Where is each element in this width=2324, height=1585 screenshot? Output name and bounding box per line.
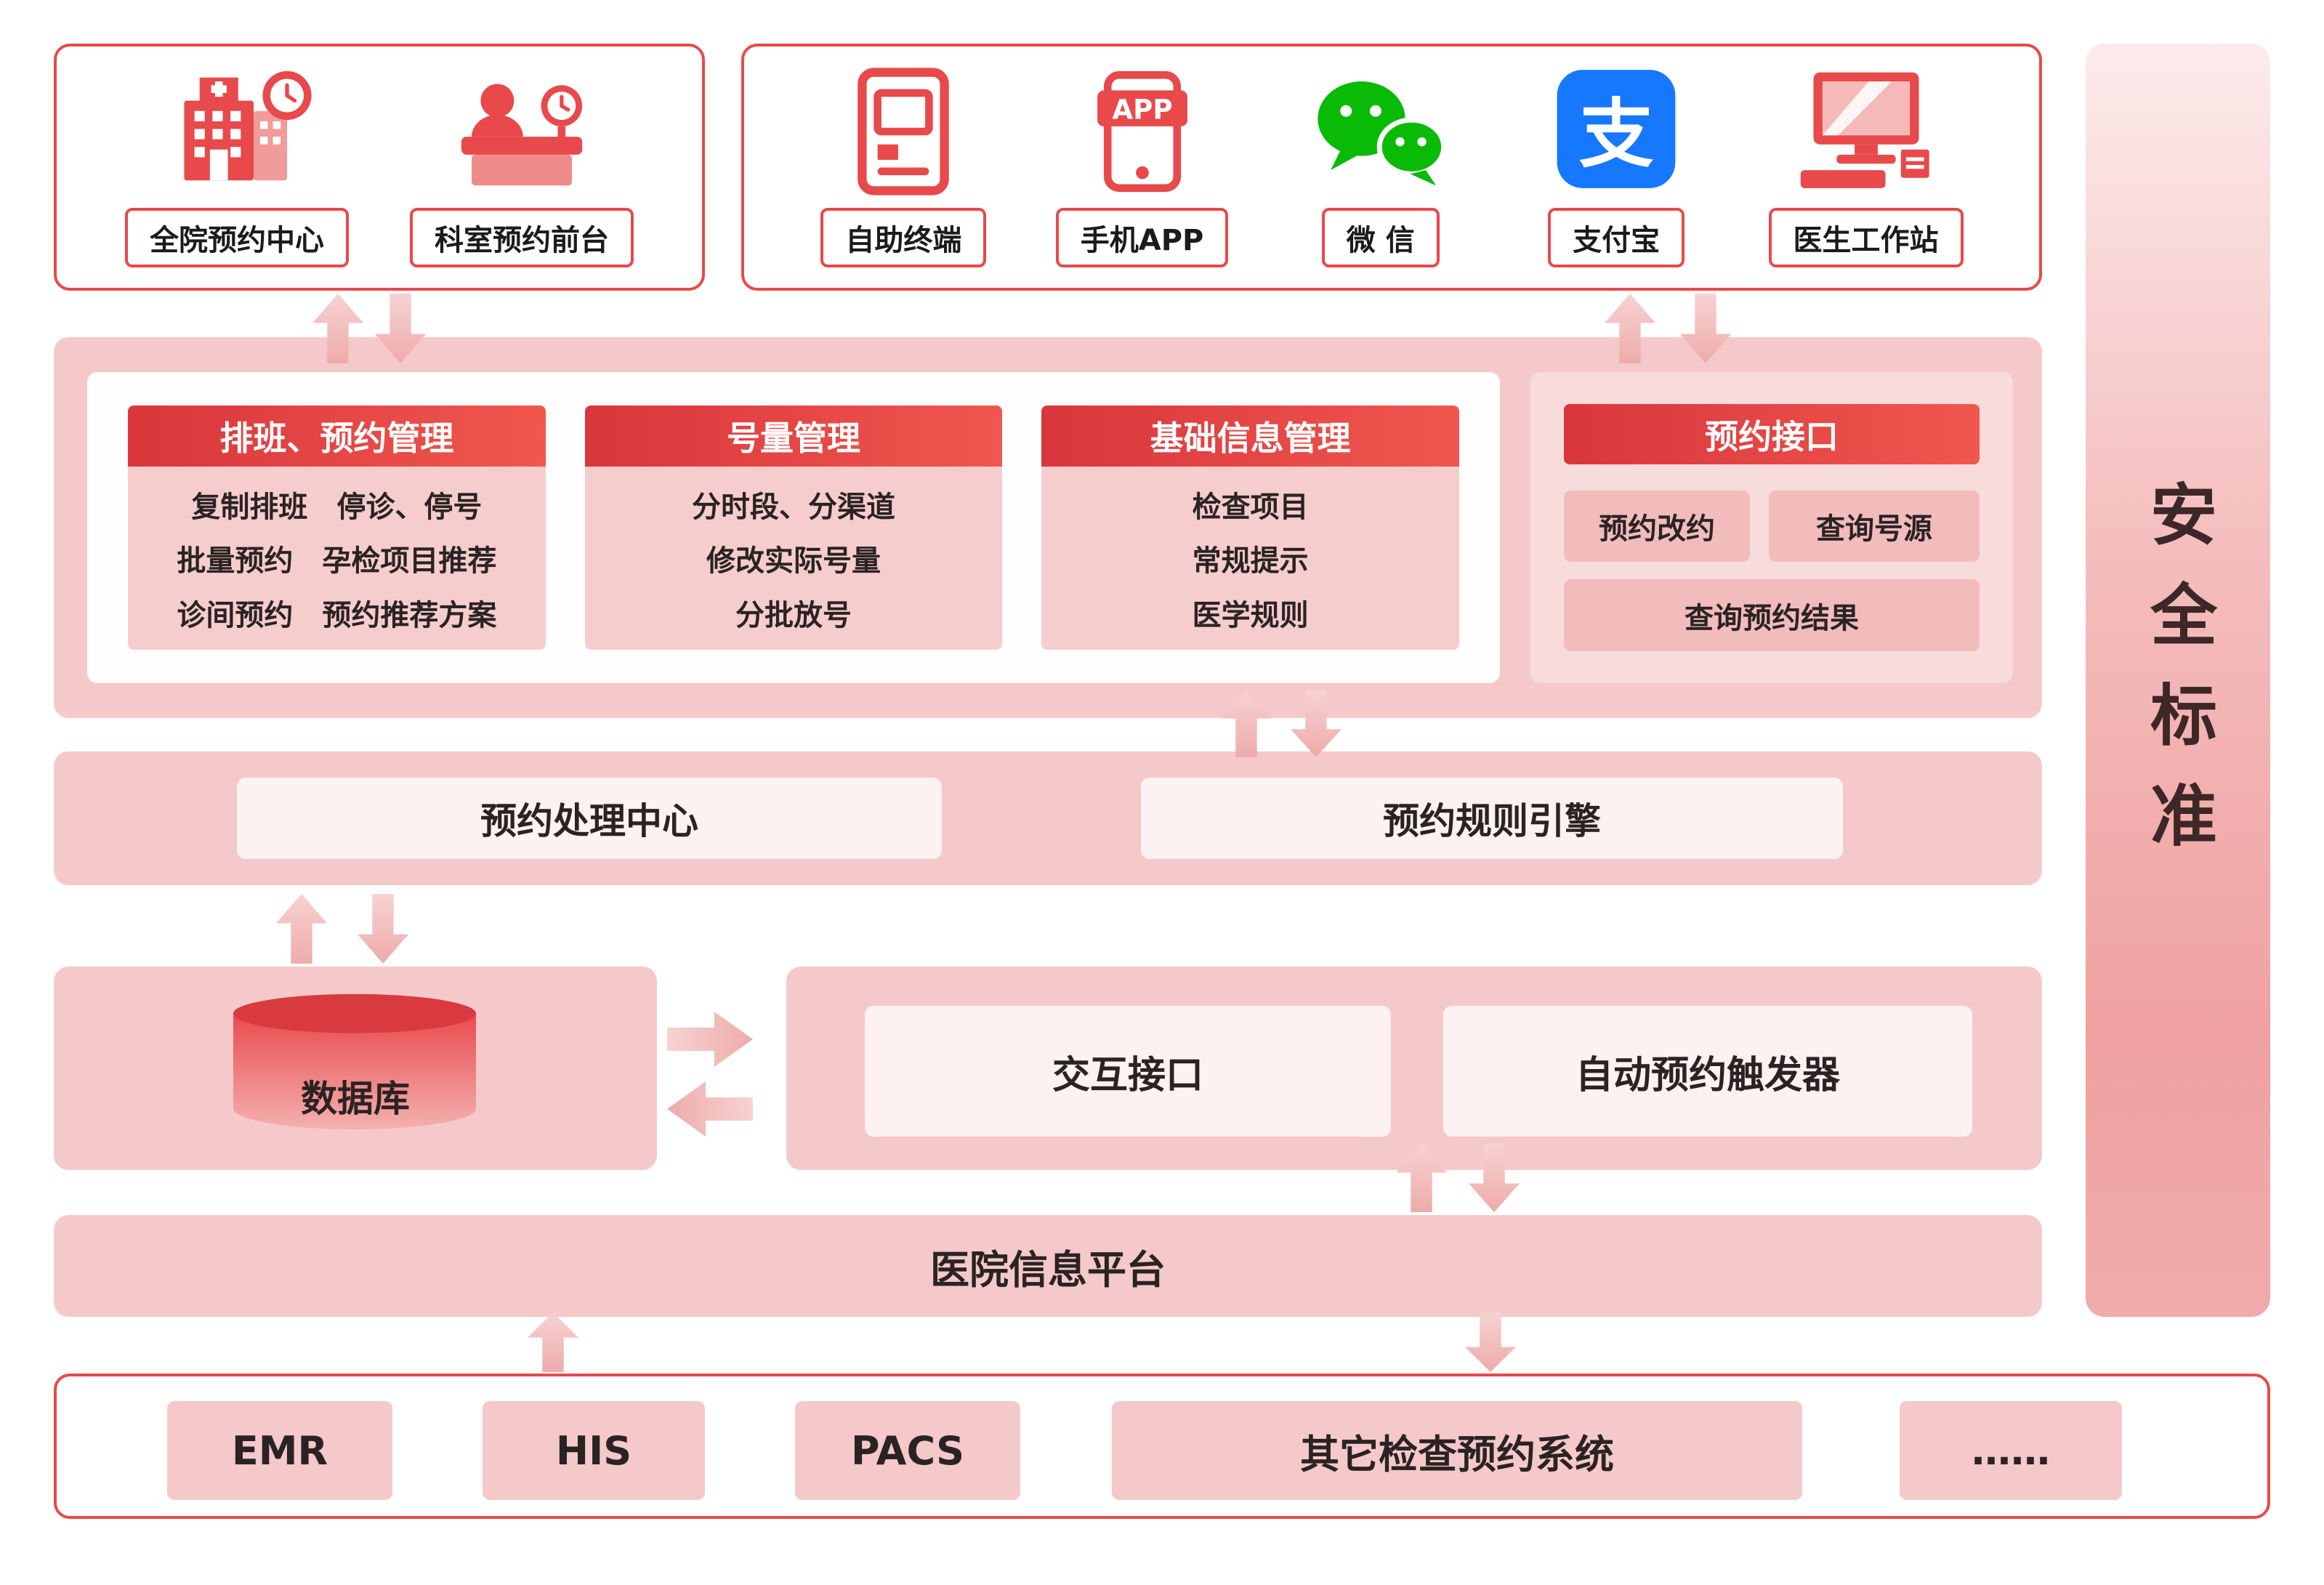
channel-label: 全院预约中心 [125,208,349,267]
integration-panel: 交互接口 自动预约触发器 [786,967,2042,1170]
module-item: 检查项目 [1192,490,1309,524]
channel-label: 科室预约前台 [410,208,634,267]
mobile-app-icon: APP [1059,67,1226,196]
svg-text:支: 支 [1579,92,1654,178]
channel-label: 医生工作站 [1768,208,1964,267]
arrow-up-icon [276,894,327,964]
module-body: 复制排班 停诊、停号 批量预约 孕检项目推荐 诊间预约 预约推荐方案 [128,467,546,650]
external-channels-panel: 自助终端 APP 手机APP [741,44,2042,291]
reception-desk-icon [438,67,605,196]
system-pacs: PACS [795,1401,1020,1500]
channel-wechat: 微 信 [1297,67,1464,267]
wechat-icon [1297,67,1464,196]
module-body: 检查项目 常规提示 医学规则 [1041,467,1460,650]
database-cylinder-icon [215,991,494,1137]
booking-api-panel: 预约接口 预约改约 查询号源 查询预约结果 [1530,372,2013,683]
channel-doctor-workstation: 医生工作站 [1768,67,1964,267]
external-channels-row: 自助终端 APP 手机APP [744,47,2039,288]
module-item: 修改实际号量 [706,544,881,578]
downstream-systems-panel: EMR HIS PACS 其它检查预约系统 …… [54,1374,2270,1519]
system-other-booking: 其它检查预约系统 [1112,1401,1802,1500]
system-emr: EMR [167,1401,392,1500]
module-item: 批量预约 孕检项目推荐 [177,544,497,578]
system-ellipsis: …… [1900,1401,2122,1500]
database-label: 数据库 [301,1078,410,1120]
channel-label: 支付宝 [1548,208,1685,267]
channel-label: 手机APP [1055,208,1229,267]
workstation-icon [1783,67,1950,196]
system-his: HIS [483,1401,705,1500]
channel-dept-frontdesk: 科室预约前台 [410,67,634,267]
module-item: 分时段、分渠道 [692,490,895,524]
kiosk-icon [820,67,987,196]
channel-label: 微 信 [1321,208,1440,267]
appointment-processing-center: 预约处理中心 [237,778,942,859]
module-header: 基础信息管理 [1041,406,1460,467]
channel-alipay: 支 支付宝 [1533,67,1700,267]
arrow-up-icon [528,1312,578,1372]
module-item: 分批放号 [735,598,852,632]
interaction-interface-box: 交互接口 [865,1006,1391,1137]
module-item: 医学规则 [1192,598,1309,632]
internal-channels-row: 全院预约中心 科室预约前台 [57,47,702,288]
arrow-right-icon [667,1012,753,1067]
arrow-down-icon [1465,1312,1516,1372]
database-panel: 数据库 [54,967,657,1170]
module-column-scheduling: 排班、预约管理 复制排班 停诊、停号 批量预约 孕检项目推荐 诊间预约 预约推荐… [128,406,546,650]
channel-kiosk: 自助终端 [820,67,987,267]
api-button-query-slots: 查询号源 [1769,491,1980,562]
hospital-clock-icon [153,67,320,196]
module-item: 诊间预约 预约推荐方案 [177,598,497,632]
booking-api-header: 预约接口 [1564,404,1980,465]
svg-text:APP: APP [1112,94,1172,125]
module-body: 分时段、分渠道 修改实际号量 分批放号 [584,467,1003,650]
internal-channels-panel: 全院预约中心 科室预约前台 [54,44,705,291]
module-item: 复制排班 停诊、停号 [191,490,483,524]
booking-api-row: 预约改约 查询号源 [1564,491,1980,562]
management-panel: 排班、预约管理 复制排班 停诊、停号 批量预约 孕检项目推荐 诊间预约 预约推荐… [54,337,2042,718]
alipay-icon: 支 [1533,67,1700,196]
channel-mobile-app: APP 手机APP [1055,67,1229,267]
module-item: 常规提示 [1192,544,1309,578]
module-header: 排班、预约管理 [128,406,546,467]
security-standards-label: 安全标准 [2139,480,2217,881]
api-button-reschedule: 预约改约 [1564,491,1750,562]
module-column-quota: 号量管理 分时段、分渠道 修改实际号量 分批放号 [584,406,1003,650]
api-button-query-result: 查询预约结果 [1564,579,1980,651]
auto-booking-trigger-box: 自动预约触发器 [1443,1006,1972,1137]
processing-bar: 预约处理中心 预约规则引擎 [54,751,2042,885]
security-standards-sidebar: 安全标准 [2086,44,2270,1317]
channel-label: 自助终端 [820,208,987,267]
platform-label: 医院信息平台 [930,1246,1166,1293]
channel-hospital-center: 全院预约中心 [125,67,349,267]
arrow-left-icon [667,1081,753,1137]
management-modules-panel: 排班、预约管理 复制排班 停诊、停号 批量预约 孕检项目推荐 诊间预约 预约推荐… [87,372,1500,683]
platform-bar: 医院信息平台 [54,1215,2042,1317]
module-header: 号量管理 [584,406,1003,467]
arrow-down-icon [358,894,408,964]
module-column-basic-info: 基础信息管理 检查项目 常规提示 医学规则 [1041,406,1460,650]
appointment-rules-engine: 预约规则引擎 [1141,778,1843,859]
